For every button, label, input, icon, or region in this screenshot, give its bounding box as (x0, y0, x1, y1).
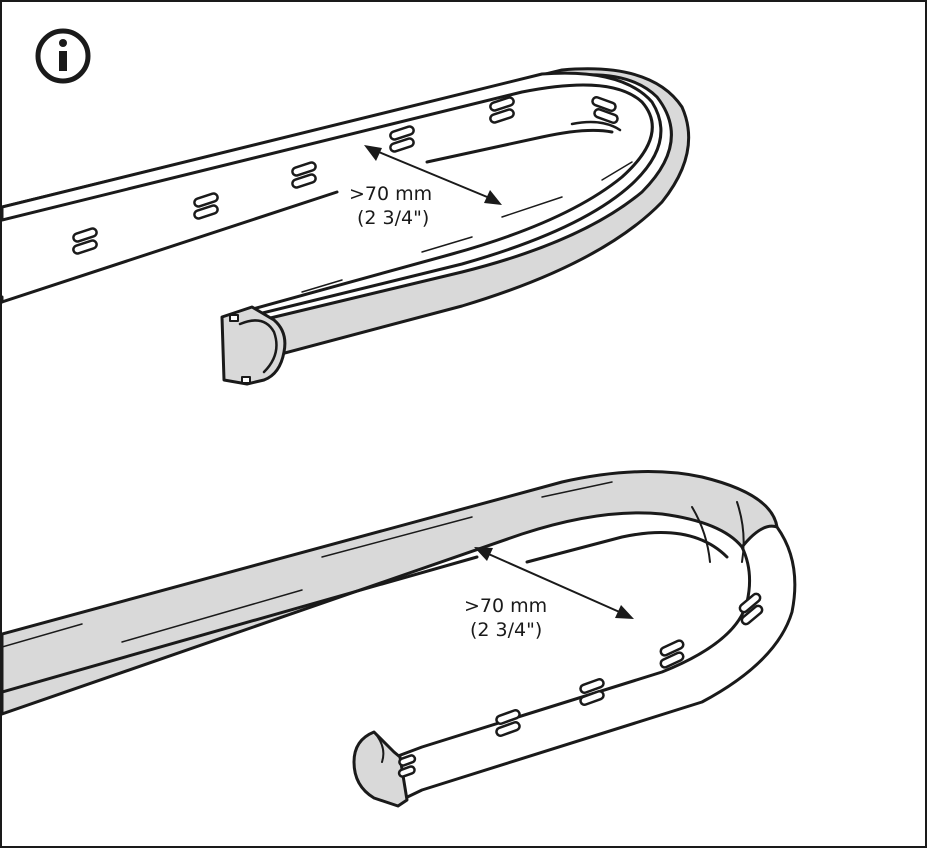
top-measure-inch-label: (2 3/4") (357, 207, 430, 229)
bottom-seal-strip (2, 470, 797, 808)
bottom-measure-mm-label: >70 mm (464, 595, 548, 617)
slot-markings (397, 592, 764, 778)
info-circle-icon (35, 28, 91, 84)
slot-markings (72, 96, 619, 255)
top-seal-strip (2, 67, 691, 386)
top-measurement-arrow (364, 145, 502, 205)
top-measure-mm-label: >70 mm (349, 183, 433, 205)
bottom-measurement-arrow (474, 547, 634, 619)
bottom-measure-inch-label: (2 3/4") (470, 619, 543, 641)
